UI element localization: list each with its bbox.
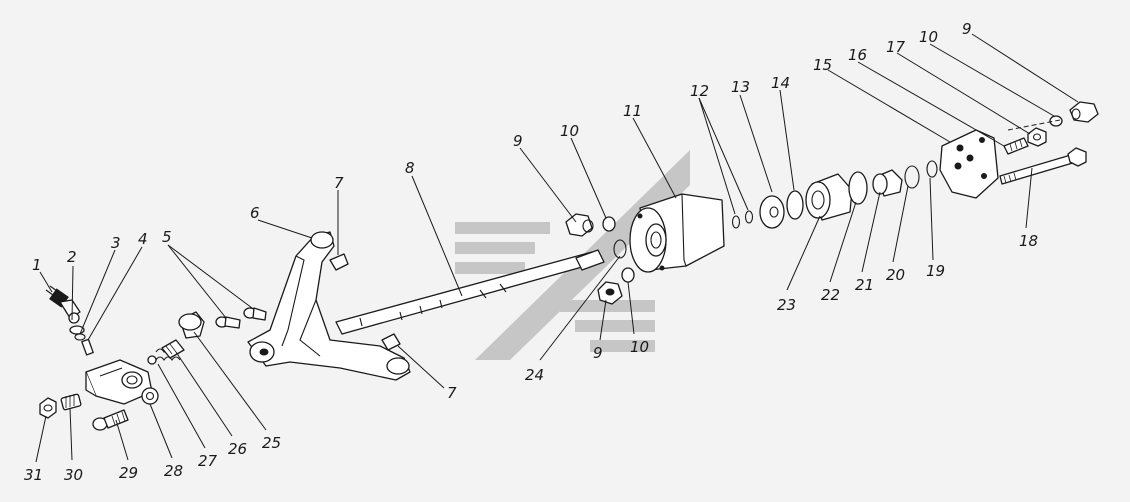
callout-7-top: 7	[334, 174, 344, 192]
part-23-piston-body	[805, 173, 853, 221]
callout-9-lower: 9	[593, 344, 603, 362]
leader-lines	[35, 33, 1079, 463]
part-7-insert-b	[381, 333, 401, 351]
part-19-circlip	[926, 160, 938, 178]
part-7-insert-a	[329, 253, 349, 271]
callout-8: 8	[405, 159, 415, 177]
part-9-nut-lower	[597, 281, 623, 305]
part-28-housing	[85, 359, 159, 405]
callout-13: 13	[731, 78, 750, 96]
callout-16: 16	[848, 46, 867, 64]
part-29-bolt	[92, 409, 129, 431]
callout-31: 31	[24, 466, 43, 484]
callout-23: 23	[777, 296, 796, 314]
callout-10-upper: 10	[560, 122, 579, 140]
part-9-bolt-right	[1069, 101, 1099, 123]
callout-17: 17	[886, 38, 906, 56]
part-20-ring	[904, 165, 920, 189]
part-4-plunger	[81, 338, 94, 356]
part-15-cover-plate	[939, 129, 999, 199]
part-12-ring-b	[744, 210, 754, 224]
part-11-cylinder-housing	[629, 193, 725, 273]
callout-1: 1	[32, 256, 42, 274]
callout-30: 30	[64, 466, 83, 484]
part-30-stud	[60, 393, 82, 411]
part-21-sleeve	[872, 169, 903, 197]
part-13-piston	[759, 195, 785, 229]
callout-19: 19	[926, 262, 945, 280]
part-1-switch	[45, 285, 81, 324]
callout-11: 11	[623, 102, 642, 120]
callout-27: 27	[198, 452, 218, 470]
callout-6: 6	[250, 204, 260, 222]
part-17-nut	[1027, 127, 1047, 147]
part-14-o-ring	[786, 190, 804, 220]
callout-3: 3	[111, 234, 121, 252]
part-10-washer-lower	[621, 267, 635, 283]
part-26-plug	[161, 339, 185, 359]
callout-26: 26	[228, 440, 247, 458]
callout-21: 21	[855, 276, 874, 294]
callout-10-lower: 10	[630, 338, 649, 356]
part-5-bolt-b	[243, 307, 267, 321]
callout-24: 24	[525, 366, 544, 384]
callout-9-right: 9	[962, 20, 972, 38]
part-6-shift-fork	[247, 231, 411, 381]
part-3-seal	[74, 333, 86, 341]
callout-25: 25	[262, 434, 281, 452]
part-8-shift-rod	[335, 249, 605, 335]
part-16-stud	[1003, 137, 1029, 155]
part-18-long-bolt	[999, 147, 1087, 185]
callout-4: 4	[138, 230, 148, 248]
part-22-ring	[848, 171, 868, 205]
part-5-bolt-a	[215, 316, 241, 329]
part-31-nut	[39, 397, 57, 419]
part-25-cap	[178, 311, 205, 339]
callout-7-bottom: 7	[447, 384, 457, 402]
callout-29: 29	[119, 464, 138, 482]
callout-22: 22	[821, 286, 840, 304]
callout-5: 5	[162, 228, 172, 246]
part-9-nut-upper	[565, 213, 594, 237]
callout-18: 18	[1019, 232, 1038, 250]
part-24-o-ring	[613, 239, 627, 259]
callout-12: 12	[690, 82, 709, 100]
callout-15: 15	[813, 56, 832, 74]
callout-labels: 1 2 3 4 5 6 7 7 8 9 10 11 12 13 14 15 16…	[24, 20, 1038, 484]
alignment-dash	[1007, 119, 1061, 131]
part-10-washer-upper	[602, 216, 616, 232]
callout-10-right: 10	[919, 28, 938, 46]
callout-20: 20	[886, 266, 905, 284]
callout-9-upper: 9	[513, 132, 523, 150]
callout-28: 28	[164, 462, 183, 480]
callout-14: 14	[771, 74, 790, 92]
callout-2: 2	[67, 248, 77, 266]
part-12-ring-a	[731, 215, 741, 229]
